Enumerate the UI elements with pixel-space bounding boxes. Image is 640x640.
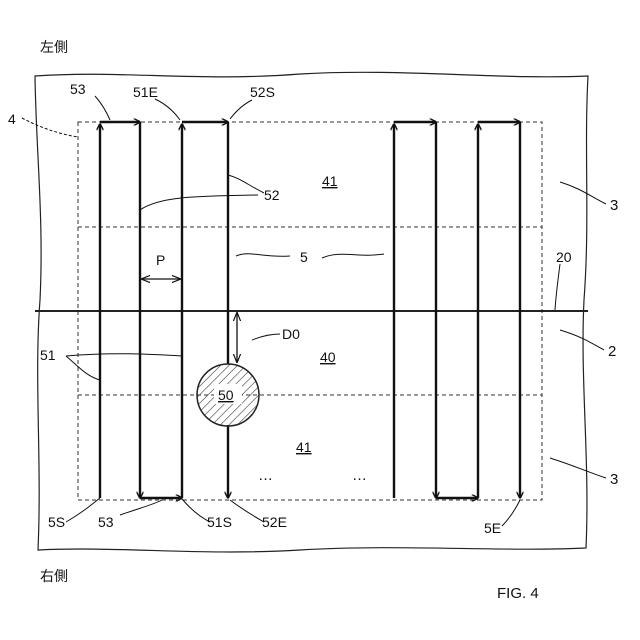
- leader-20: [555, 264, 560, 310]
- label-20: 20: [556, 249, 572, 265]
- leader-5-left: [236, 254, 290, 257]
- leader-52S: [230, 100, 252, 119]
- label-P: P: [156, 252, 165, 268]
- leader-5-right: [322, 254, 384, 258]
- label-5S: 5S: [48, 514, 65, 530]
- leader-5E: [502, 500, 520, 526]
- label-51E: 51E: [133, 84, 158, 100]
- label-2: 2: [608, 343, 616, 360]
- label-40: 40: [320, 349, 336, 365]
- label-52E: 52E: [262, 514, 287, 530]
- label-41-top: 41: [322, 173, 338, 189]
- leader-51E: [155, 99, 180, 120]
- ellipsis-right: …: [352, 467, 367, 484]
- leader-51b: [66, 356, 100, 380]
- label-41-bottom: 41: [296, 439, 312, 455]
- label-50: 50: [218, 387, 234, 403]
- leader-51S: [182, 499, 210, 522]
- leader-53-bottom: [120, 500, 162, 515]
- leader-3-top: [560, 182, 606, 204]
- leader-52-top: [228, 175, 264, 193]
- leader-D0: [252, 334, 280, 340]
- leader-51: [66, 354, 182, 356]
- label-51: 51: [40, 347, 56, 363]
- leader-3-bottom: [550, 458, 606, 478]
- leader-4: [22, 118, 78, 137]
- label-52S: 52S: [250, 84, 275, 100]
- leader-2: [560, 330, 604, 350]
- label-4: 4: [8, 111, 16, 127]
- leader-53-top: [95, 96, 110, 120]
- label-5: 5: [300, 249, 308, 265]
- label-3-top: 3: [610, 197, 618, 214]
- leader-52: [140, 195, 258, 210]
- label-3-bottom: 3: [610, 471, 618, 488]
- label-53-bottom: 53: [98, 514, 114, 530]
- label-5E: 5E: [484, 520, 501, 536]
- leader-52E: [230, 500, 264, 522]
- label-51S: 51S: [207, 514, 232, 530]
- label-52: 52: [264, 187, 280, 203]
- label-D0: D0: [282, 326, 300, 342]
- leader-5S: [66, 498, 100, 522]
- ellipsis-left: …: [258, 467, 273, 484]
- label-53-top: 53: [70, 81, 86, 97]
- wafer-outline: [35, 72, 588, 552]
